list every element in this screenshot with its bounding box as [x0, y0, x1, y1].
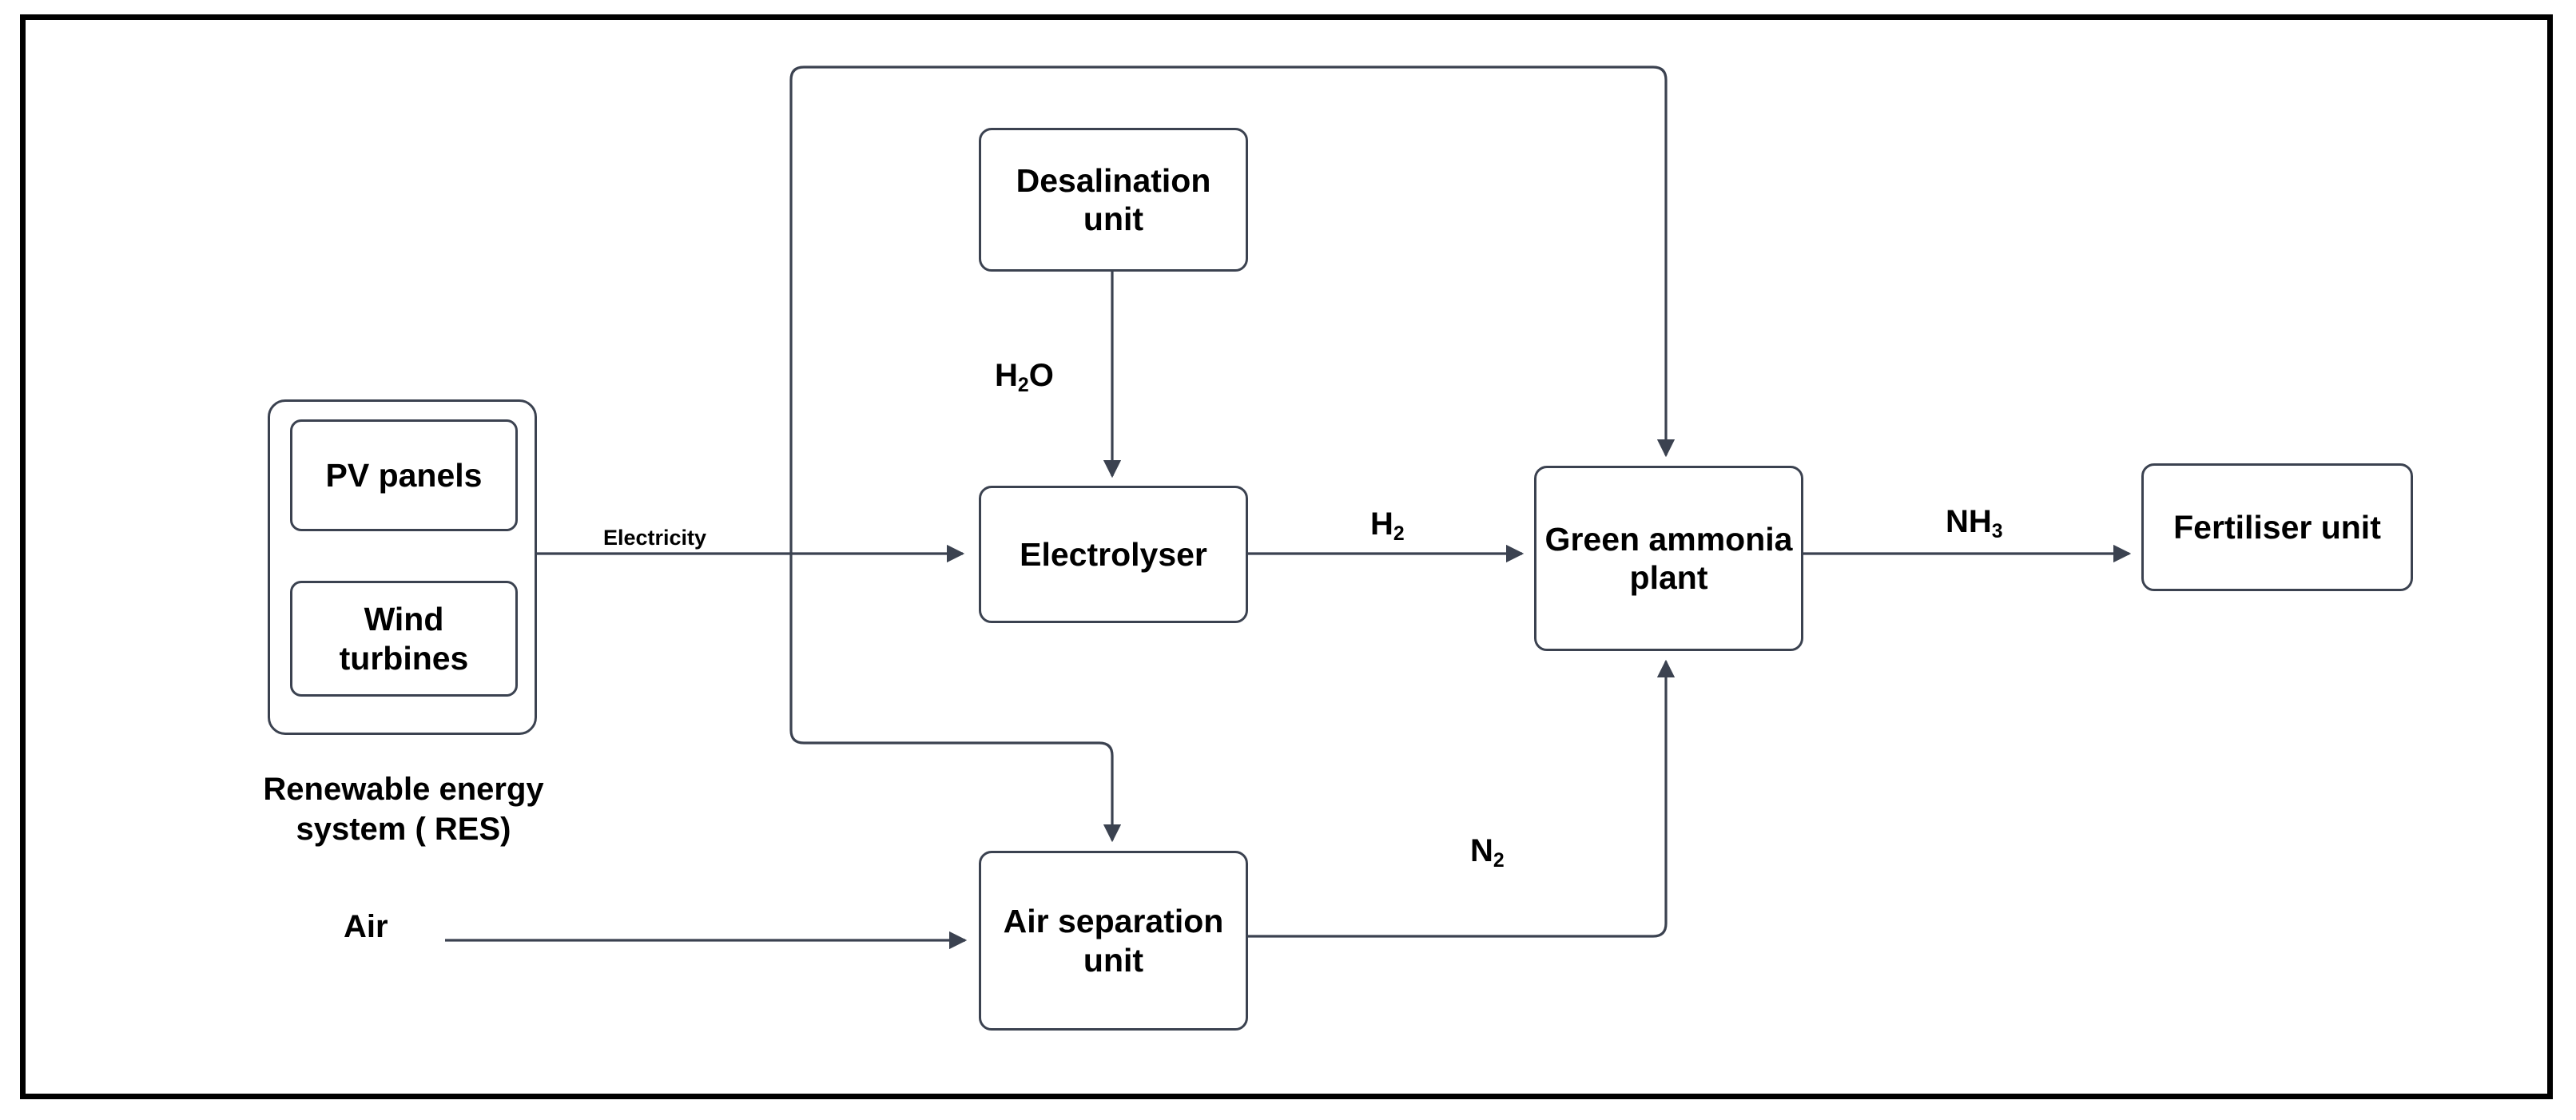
node-green-ammonia-plant[interactable]: Green ammonia plant	[1534, 466, 1803, 651]
edge-label-h2o: H2O	[995, 358, 1054, 396]
node-electrolyser[interactable]: Electrolyser	[979, 486, 1248, 623]
green-ammonia-plant-label: Green ammonia plant	[1544, 520, 1793, 596]
electrolyser-label: Electrolyser	[1020, 535, 1207, 573]
edge-label-h2: H2	[1370, 506, 1405, 545]
node-fertiliser-unit[interactable]: Fertiliser unit	[2141, 463, 2413, 591]
wind-turbines-label: Wind turbines	[339, 601, 469, 677]
node-wind-turbines[interactable]: Wind turbines	[290, 581, 518, 697]
air-separation-unit-label: Air separation unit	[1003, 903, 1224, 979]
edge-label-electricity: Electricity	[603, 526, 707, 550]
node-pv-panels[interactable]: PV panels	[290, 419, 518, 531]
edge-electricity-to-asu	[789, 729, 1122, 843]
edge-n2	[1248, 659, 1676, 938]
edge-label-nh3: NH3	[1946, 504, 2003, 542]
node-air-separation-unit[interactable]: Air separation unit	[979, 851, 1248, 1031]
node-desalination-unit[interactable]: Desalination unit	[979, 128, 1248, 272]
desalination-unit-label: Desalination unit	[1016, 161, 1211, 237]
edge-label-n2: N2	[1470, 833, 1505, 872]
renewable-energy-system-caption: Renewable energy system ( RES)	[263, 772, 544, 847]
edge-electricity-to-ammonia	[789, 66, 1676, 458]
fertiliser-unit-label: Fertiliser unit	[2173, 508, 2381, 546]
pv-panels-label: PV panels	[325, 456, 483, 494]
edge-label-air: Air	[344, 909, 388, 944]
